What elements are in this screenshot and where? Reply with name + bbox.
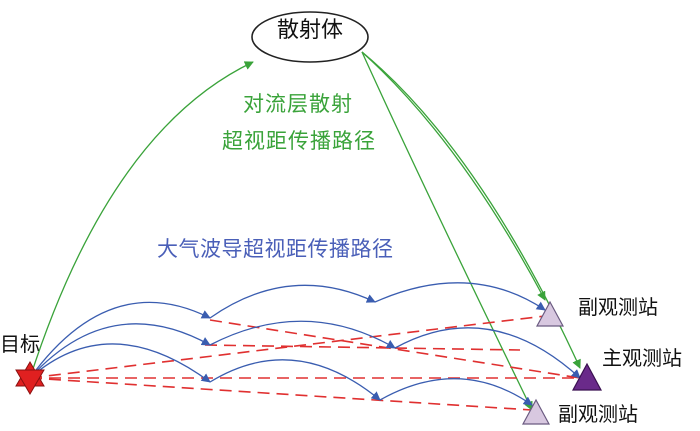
duct-hop-a3 [374,282,546,311]
los-lines [29,315,581,411]
target-star [15,361,45,395]
tropo-path-label-line2: 超视距传播路径 [222,129,376,153]
main-station-marker [571,362,603,391]
duct-path-label: 大气波导超视距传播路径 [157,237,394,261]
duct-hop-b3 [394,327,581,379]
duct-hop-a1 [29,301,211,379]
scatterer-label: 散射体 [276,18,343,43]
duct-paths [29,282,581,406]
target-label: 目标 [0,332,40,356]
tropo-path-up [29,61,254,379]
los-to-secondary-top [29,315,546,379]
secondary-station-top-marker [535,300,565,327]
duct-hop-b1 [29,323,211,379]
tropo-path-down-3 [361,51,533,411]
scatterer-ellipse [251,11,369,63]
duct-hop-c2 [209,359,381,401]
tropo-path-down-1 [361,51,546,301]
los-inner-2 [204,344,521,351]
main-station-label: 主观测站 [602,346,682,370]
secondary-station-bottom-marker [521,398,551,425]
los-inner-1 [209,319,581,379]
secondary-station-bottom-label: 副观测站 [558,402,638,426]
tropo-path-label-line1: 对流层散射 [243,92,353,116]
duct-hop-b2 [209,320,396,349]
secondary-station-top-label: 副观测站 [578,295,658,319]
duct-hop-a2 [209,284,376,319]
los-to-secondary-bottom [29,377,533,411]
duct-hop-c1 [29,343,211,383]
duct-hop-c3 [379,378,533,406]
